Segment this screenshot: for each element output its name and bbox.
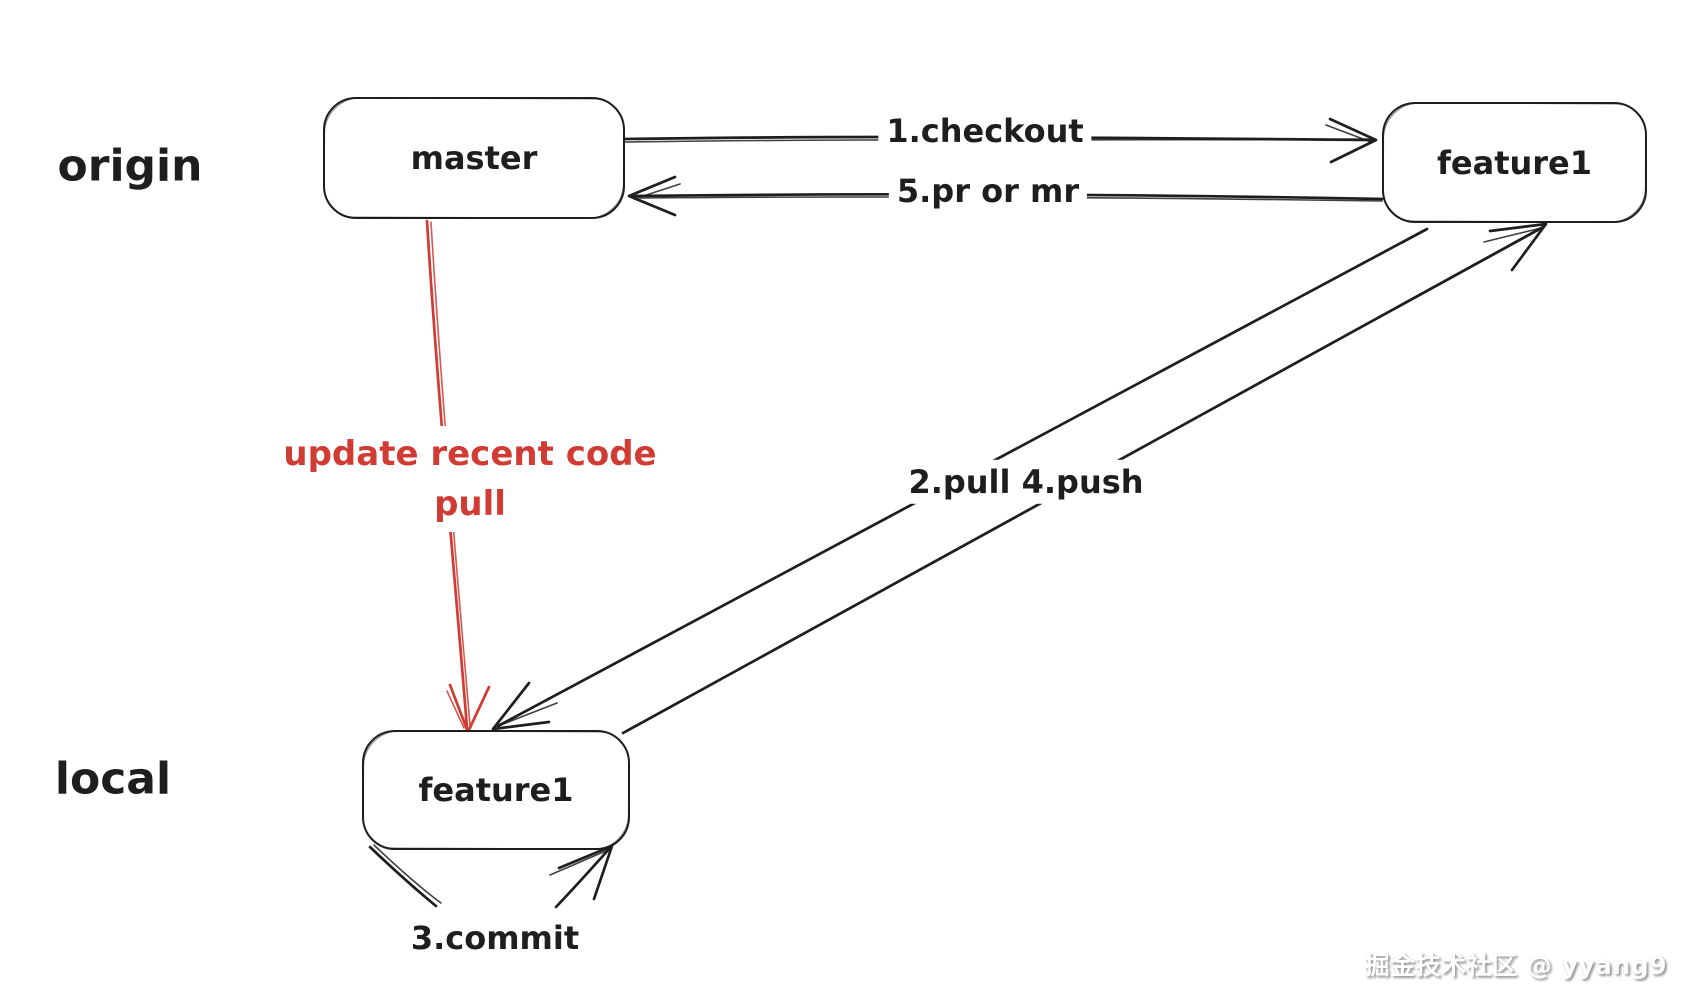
update-pull-arrowhead-sketch — [446, 690, 465, 729]
node-origin-master: master — [323, 97, 625, 219]
checkout-arrowhead — [1328, 117, 1378, 164]
commit-arrowhead-sketch — [549, 849, 609, 876]
commit-line-left-sketch — [373, 844, 442, 904]
node-local-feature1: feature1 — [362, 730, 630, 850]
node-origin-feature1: feature1 — [1382, 102, 1647, 223]
node-origin-master-label: master — [410, 139, 538, 177]
node-origin-feature1-label: feature1 — [1436, 143, 1593, 182]
update-pull-edge-label-line2: pull — [434, 484, 506, 524]
push-arrowhead-sketch — [1483, 227, 1542, 243]
pr-or-mr-arrowhead-sketch — [633, 183, 681, 200]
commit-arrow — [368, 844, 614, 909]
commit-edge-label: 3.commit — [402, 915, 588, 961]
commit-line-left — [368, 845, 438, 908]
origin-row-label: origin — [57, 140, 203, 192]
update-pull-edge-label: update recent code pull — [275, 426, 665, 532]
update-pull-arrowhead — [448, 683, 491, 734]
commit-arrowhead — [557, 844, 614, 901]
push-arrowhead — [1488, 222, 1548, 272]
pull-push-edge-label: 2.pull 4.push — [900, 459, 1152, 505]
commit-line-right — [554, 846, 612, 909]
pull-arrowhead — [491, 681, 551, 731]
pr-or-mr-arrowhead — [627, 175, 677, 217]
checkout-edge-label: 1.checkout — [878, 108, 1092, 154]
watermark-text: 掘金技术社区 @ yyang9 — [1364, 951, 1667, 980]
update-pull-edge-label-line1: update recent code — [283, 434, 657, 474]
node-local-feature1-label: feature1 — [418, 771, 574, 809]
local-row-label: local — [54, 753, 172, 805]
checkout-arrowhead-sketch — [1325, 124, 1372, 143]
pull-arrowhead-sketch — [497, 702, 558, 727]
pr-or-mr-edge-label: 5.pr or mr — [888, 168, 1088, 214]
